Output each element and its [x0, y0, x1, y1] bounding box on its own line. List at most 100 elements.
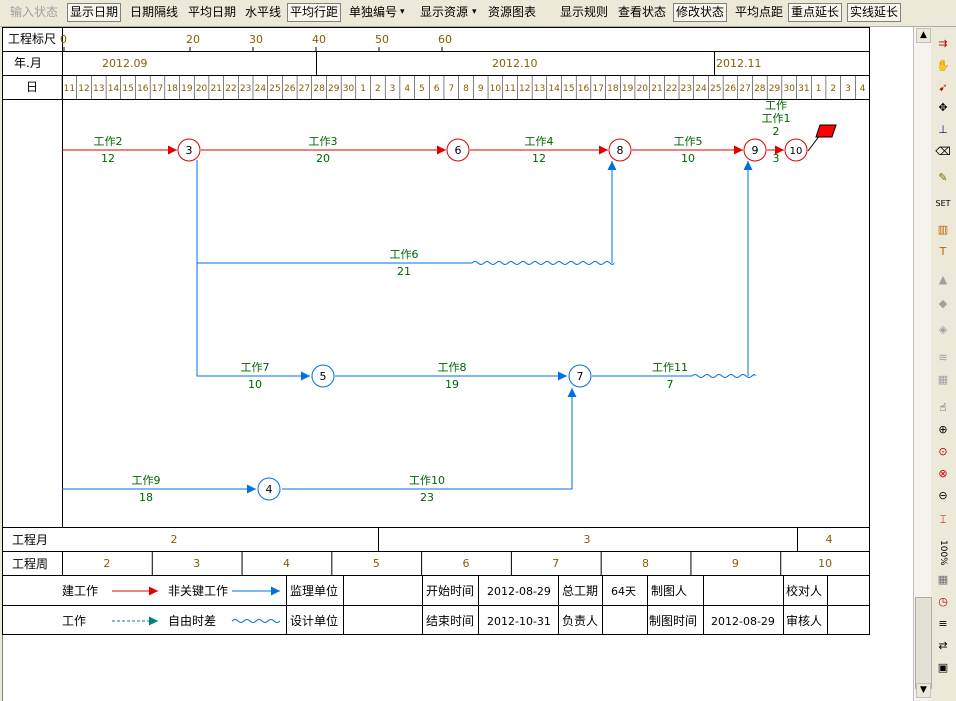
chevron-down-icon[interactable]: ▾ — [400, 7, 405, 17]
draw-time-value: 2012-08-29 — [711, 615, 775, 628]
day-label: 4 — [404, 84, 410, 94]
day-label: 1 — [360, 84, 366, 94]
connect-tool-icon[interactable]: ⇉ — [938, 37, 948, 50]
zoom-level[interactable]: 100% — [938, 540, 948, 566]
date-gridline-button[interactable]: 日期隔线 — [130, 5, 179, 19]
start-time-value: 2012-08-29 — [487, 585, 551, 598]
total-duration-label: 总工期 — [562, 584, 598, 598]
clock-icon[interactable]: ◷ — [938, 595, 948, 608]
view-state-button[interactable]: 查看状态 — [618, 5, 667, 19]
zoom-in-icon[interactable]: ⊕ — [938, 423, 948, 436]
finish-flag-icon — [807, 124, 837, 152]
layer-down-icon[interactable]: ◆ — [938, 297, 948, 310]
scale-tick-label: 40 — [312, 33, 326, 46]
zoom-out-icon[interactable]: ⊖ — [938, 489, 948, 502]
fit-page-icon[interactable]: ⌶ — [939, 513, 947, 526]
activity-name: 工作4 — [525, 135, 554, 148]
key-extend-button[interactable]: 重点延长 — [788, 3, 843, 22]
ruler-label-month: 年.月 — [14, 56, 42, 70]
pattern-tool-icon[interactable]: ≋ — [938, 351, 948, 364]
scroll-thumb[interactable] — [915, 597, 932, 689]
chart-tool-icon[interactable]: ▥ — [937, 223, 949, 236]
draw-time-label: 制图时间 — [649, 614, 697, 628]
scroll-down-icon[interactable]: ▼ — [916, 683, 931, 698]
activity-duration: 2 — [773, 125, 780, 138]
tag-tool-icon[interactable]: ◈ — [938, 323, 948, 336]
chevron-down-icon[interactable]: ▾ — [472, 7, 477, 17]
week-label: 3 — [193, 557, 200, 570]
day-label: 27 — [299, 84, 310, 94]
day-label: 20 — [196, 84, 208, 94]
week-label: 5 — [373, 557, 380, 570]
svg-text:5: 5 — [320, 370, 327, 383]
activity-10-arrow[interactable] — [282, 388, 577, 490]
horizontal-line-button[interactable]: 水平线 — [245, 5, 282, 19]
node-3[interactable]: 3 — [177, 138, 201, 162]
list-icon[interactable]: ≡ — [938, 617, 948, 630]
zoom-window-icon[interactable]: ⊙ — [938, 445, 948, 458]
layer-up-icon[interactable]: ▲ — [938, 273, 948, 286]
swap-icon[interactable]: ⇄ — [938, 639, 948, 652]
svg-text:6: 6 — [455, 144, 462, 157]
day-label: 14 — [108, 84, 120, 94]
eraser-tool-icon[interactable]: ⌫ — [935, 145, 951, 158]
text-tool-icon[interactable]: T — [939, 245, 947, 258]
scale-tick-label: 60 — [438, 33, 452, 46]
activity-name: 工作6 — [390, 248, 419, 261]
average-row-spacing-button[interactable]: 平均行距 — [287, 3, 342, 22]
align-tool-icon[interactable]: ⊥ — [938, 123, 948, 136]
activity-duration: 3 — [773, 152, 780, 165]
drawer-label: 制图人 — [651, 584, 687, 598]
show-rules-button[interactable]: 显示规则 — [560, 5, 609, 19]
move-tool-icon[interactable]: ✥ — [938, 101, 948, 114]
activity-name: 工作2 — [94, 135, 123, 148]
day-label: 9 — [478, 84, 484, 94]
week-label: 2 — [103, 557, 110, 570]
day-label: 3 — [845, 84, 851, 94]
hand-tool-icon[interactable]: ✋ — [936, 59, 950, 72]
average-node-spacing-button[interactable]: 平均点距 — [735, 5, 784, 19]
node-6[interactable]: 6 — [446, 138, 470, 162]
day-label: 16 — [137, 84, 149, 94]
week-label: 6 — [463, 557, 470, 570]
window-icon[interactable]: ▣ — [937, 661, 949, 674]
footer-label-week: 工程周 — [12, 556, 48, 571]
set-tool-icon[interactable]: SET — [935, 199, 951, 208]
solid-extend-button[interactable]: 实线延长 — [847, 3, 902, 22]
zoom-all-icon[interactable]: ⊗ — [938, 467, 948, 480]
modify-state-button[interactable]: 修改状态 — [673, 3, 728, 22]
brush-tool-icon[interactable]: ✎ — [938, 171, 948, 184]
separate-numbering-button[interactable]: 单独编号 — [349, 5, 398, 19]
show-resources-button[interactable]: 显示资源 — [420, 5, 469, 19]
node-5[interactable]: 5 — [311, 364, 335, 388]
resource-chart-button[interactable]: 资源图表 — [488, 5, 537, 19]
activity-name: 工作9 — [132, 474, 161, 487]
day-label: 23 — [681, 84, 692, 94]
day-label: 4 — [860, 84, 866, 94]
scroll-up-icon[interactable]: ▲ — [916, 28, 931, 43]
legend-noncritical-label: 非关键工作 — [168, 584, 228, 598]
node-4[interactable]: 4 — [257, 477, 281, 501]
diagram-border — [2, 27, 870, 635]
day-label: 11 — [64, 84, 75, 94]
legend-critical-label: 建工作 — [62, 584, 98, 598]
vertical-scrollbar[interactable]: ▲ ▼ — [913, 27, 932, 701]
pan-tool-icon[interactable]: ☝ — [939, 401, 947, 414]
average-date-button[interactable]: 平均日期 — [188, 5, 237, 19]
activity-6-arrow[interactable] — [196, 160, 472, 264]
activity-7-arrow[interactable] — [196, 263, 310, 381]
month-label: 2012.11 — [716, 57, 762, 70]
input-state-button[interactable]: 输入状态 — [10, 5, 59, 19]
day-label: 30 — [783, 84, 795, 94]
day-label: 25 — [269, 84, 280, 94]
show-date-button[interactable]: 显示日期 — [67, 3, 122, 22]
node-10[interactable]: 10 — [784, 138, 808, 162]
node-8[interactable]: 8 — [608, 138, 632, 162]
table-tool-icon[interactable]: ▦ — [937, 573, 949, 586]
node-7[interactable]: 7 — [568, 364, 592, 388]
pointer-tool-icon[interactable]: ➹ — [938, 81, 948, 94]
grid-tool-icon[interactable]: ▦ — [937, 373, 949, 386]
node-9[interactable]: 9 — [743, 138, 767, 162]
ruler-label-day: 日 — [26, 80, 38, 94]
